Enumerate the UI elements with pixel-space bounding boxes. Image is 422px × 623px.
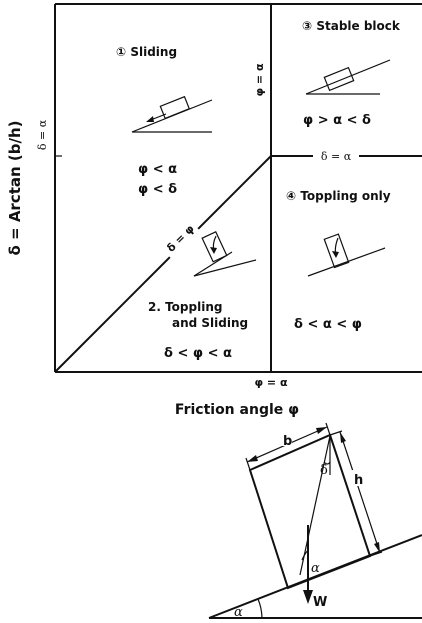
toppling-sliding-title-1: 2. Toppling bbox=[148, 300, 222, 314]
width-label: b bbox=[283, 434, 292, 449]
vertical-line-label: φ = α bbox=[253, 63, 266, 96]
sliding-condition-1: φ < α bbox=[138, 162, 177, 177]
toppling-only-condition: δ < α < φ bbox=[294, 317, 362, 332]
block-slope-diagram: α b h δ W α bbox=[208, 422, 422, 620]
stable-condition: φ > α < δ bbox=[303, 113, 371, 128]
block-body bbox=[248, 433, 372, 590]
x-axis-tick-label: φ = α bbox=[254, 376, 287, 389]
sliding-title: ① Sliding bbox=[116, 45, 177, 59]
height-label: h bbox=[354, 473, 363, 488]
toppling-sliding-condition: δ < φ < α bbox=[164, 346, 232, 361]
slope-angle-arc bbox=[257, 598, 263, 619]
toppling-sliding-region: 2. Toppling and Sliding δ < φ < α bbox=[148, 231, 257, 361]
stable-region: ③ Stable block φ > α < δ bbox=[302, 19, 401, 128]
delta-label: δ bbox=[320, 463, 328, 478]
toppling-only-title: ④ Toppling only bbox=[286, 189, 391, 203]
alpha-arrow-label: α bbox=[311, 561, 320, 576]
height-dim-line bbox=[339, 431, 381, 554]
sliding-block-icon bbox=[131, 95, 213, 133]
slope-alpha-label: α bbox=[234, 605, 243, 620]
x-axis-label: Friction angle φ bbox=[175, 402, 299, 418]
horizontal-line-label: δ = α bbox=[321, 150, 352, 163]
y-axis-label: δ = Arctan (b/h) bbox=[6, 120, 24, 255]
toppling-sliding-title-2: and Sliding bbox=[172, 316, 248, 330]
delta-equals-phi-line bbox=[54, 155, 272, 373]
weight-label: W bbox=[313, 595, 327, 610]
block-diagonal bbox=[299, 435, 331, 576]
y-axis-tick-label: δ = α bbox=[36, 119, 49, 150]
toppling-sliding-block-icon bbox=[193, 231, 257, 277]
sliding-region: ① Sliding φ < α φ < δ bbox=[116, 45, 213, 197]
toppling-only-region: ④ Toppling only δ < α < φ bbox=[286, 189, 391, 332]
toppling-block-icon bbox=[307, 233, 386, 277]
stable-title: ③ Stable block bbox=[302, 19, 401, 33]
sliding-condition-2: φ < δ bbox=[138, 182, 177, 197]
stable-block-icon bbox=[305, 59, 391, 95]
